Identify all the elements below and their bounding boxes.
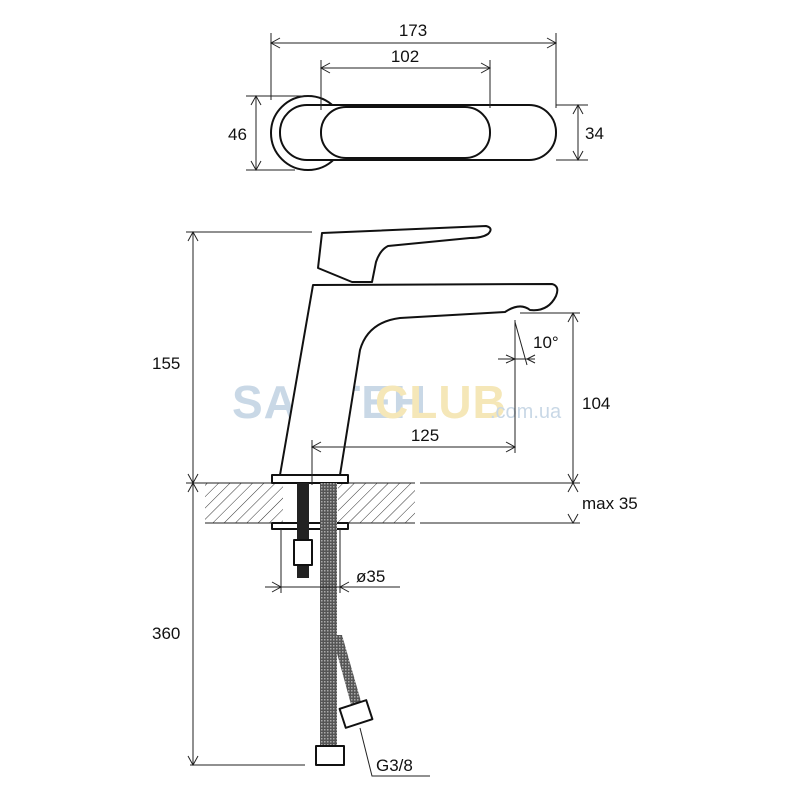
watermark: SANTEH CLUB .com.ua <box>232 376 562 428</box>
side-view: 155 360 104 max 35 125 10° ø35 G <box>152 225 638 777</box>
dim-spout-reach: 125 <box>411 426 439 445</box>
dim-hole-diameter: ø35 <box>356 567 385 586</box>
dim-hose-length: 360 <box>152 624 180 643</box>
dim-base-diameter: 46 <box>228 125 247 144</box>
supply-hose-1 <box>320 483 337 745</box>
dim-spout-angle: 10° <box>533 333 559 352</box>
rod-nut <box>293 539 313 566</box>
handle-outline <box>320 106 491 159</box>
dim-handle-length: 102 <box>391 47 419 66</box>
hose-nut-2 <box>338 699 374 729</box>
dim-overall-length: 173 <box>399 21 427 40</box>
dim-counter-thickness: max 35 <box>582 494 638 513</box>
countertop-left <box>205 483 283 523</box>
faucet-lever <box>317 225 492 283</box>
watermark-suffix: .com.ua <box>490 401 562 423</box>
watermark-part2: CLUB <box>375 376 507 428</box>
dim-body-width: 34 <box>585 124 604 143</box>
top-view: 173 102 46 34 <box>228 21 604 172</box>
dim-height: 155 <box>152 354 180 373</box>
dim-connection: G3/8 <box>376 756 413 775</box>
dim-spout-height: 104 <box>582 394 610 413</box>
supply-hose-2 <box>332 635 362 708</box>
countertop-right <box>338 483 415 523</box>
base-plate <box>271 474 349 484</box>
faucet-body <box>279 283 559 476</box>
mounting-plate <box>271 522 349 530</box>
hose-nut-1 <box>315 745 345 766</box>
